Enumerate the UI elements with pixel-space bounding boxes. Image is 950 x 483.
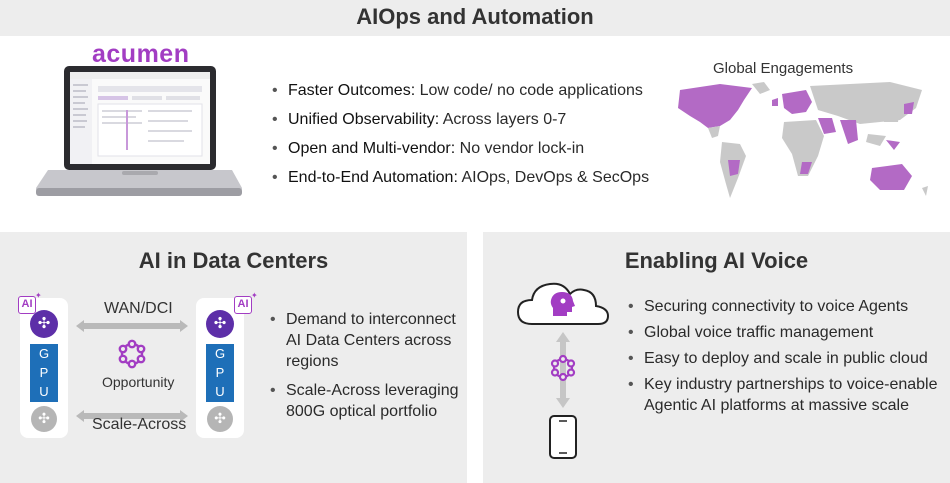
gpu-letter: U: [39, 384, 49, 399]
voice-bullet: Easy to deploy and scale in public cloud: [628, 348, 938, 369]
bullet-heading: Open and Multi-vendor:: [288, 140, 456, 157]
scale-across-label: Scale-Across: [92, 416, 187, 433]
bullet-text: AIOps, DevOps & SecOps: [457, 169, 650, 186]
ai-badge-left: AI: [18, 296, 36, 314]
gpu-block-left: G P U: [30, 344, 58, 402]
laptop-illustration: [36, 66, 242, 196]
datacenter-title: AI in Data Centers: [138, 248, 329, 273]
aiops-bullet: Open and Multi-vendor: No vendor lock-in: [272, 138, 672, 159]
datacenter-bullet: Demand to interconnect AI Data Centers a…: [270, 309, 460, 372]
acumen-logo: acumen: [92, 40, 190, 68]
bullet-heading: Unified Observability:: [288, 111, 440, 128]
aiops-header-band: [0, 0, 950, 36]
bullet-text: No vendor lock-in: [455, 140, 585, 157]
voice-bullet: Securing connectivity to voice Agents: [628, 296, 938, 317]
aiops-panel: AIOps and Automation acumen Faster Outco…: [0, 0, 950, 222]
datacenter-bullet: Scale-Across leveraging 800G optical por…: [270, 380, 460, 422]
ai-badge-right: AI: [234, 296, 252, 314]
switch-icon-left: ✣: [31, 406, 57, 432]
gpu-block-right: G P U: [206, 344, 234, 402]
aiops-bullet-list: Faster Outcomes: Low code/ no code appli…: [272, 80, 672, 196]
bullet-text: Across layers 0-7: [439, 111, 567, 128]
router-icon-right: ✣: [206, 310, 234, 338]
sparkle-icon: ✦: [35, 291, 42, 300]
wan-dci-label: WAN/DCI: [104, 300, 173, 317]
voice-bullet-list: Securing connectivity to voice Agents Gl…: [628, 296, 938, 421]
voice-bullet: Key industry partnerships to voice-enabl…: [628, 374, 938, 416]
sparkle-icon: ✦: [251, 291, 258, 300]
aiops-title: AIOps and Automation: [356, 4, 594, 29]
gpu-letter: G: [38, 346, 50, 361]
gpu-letter: P: [39, 365, 49, 380]
bullet-heading: End-to-End Automation:: [288, 169, 458, 186]
aiops-bullet: End-to-End Automation: AIOps, DevOps & S…: [272, 167, 672, 188]
bullet-text: Low code/ no code applications: [415, 82, 643, 99]
world-map: [678, 82, 928, 198]
opportunity-label: Opportunity: [102, 374, 175, 390]
voice-title: Enabling AI Voice: [624, 248, 809, 273]
aiops-bullet: Unified Observability: Across layers 0-7: [272, 109, 672, 130]
voice-bullet: Global voice traffic management: [628, 322, 938, 343]
router-icon-left: ✣: [30, 310, 58, 338]
bullet-heading: Faster Outcomes:: [288, 82, 416, 99]
switch-icon-right: ✣: [207, 406, 233, 432]
gpu-letter: P: [215, 365, 225, 380]
datacenter-bullet-list: Demand to interconnect AI Data Centers a…: [270, 309, 460, 430]
map-title: Global Engagements: [713, 60, 854, 77]
gpu-letter: U: [215, 384, 225, 399]
gpu-letter: G: [214, 346, 226, 361]
voice-diagram: [516, 282, 610, 459]
aiops-bullet: Faster Outcomes: Low code/ no code appli…: [272, 80, 672, 101]
